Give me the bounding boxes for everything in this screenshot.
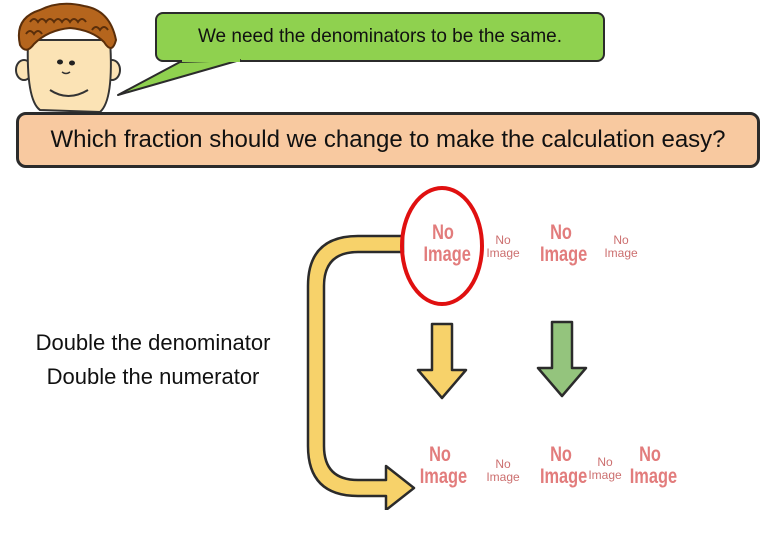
speech-bubble-text: We need the denominators to be the same. <box>155 26 605 48</box>
instruction-double-numerator: Double the numerator <box>8 364 298 390</box>
down-arrow-yellow <box>416 322 468 402</box>
down-arrow-green <box>536 320 588 400</box>
speech-bubble-tail <box>110 50 250 100</box>
question-text: Which fraction should we change to make … <box>16 126 760 154</box>
instruction-double-denominator: Double the denominator <box>8 330 298 356</box>
